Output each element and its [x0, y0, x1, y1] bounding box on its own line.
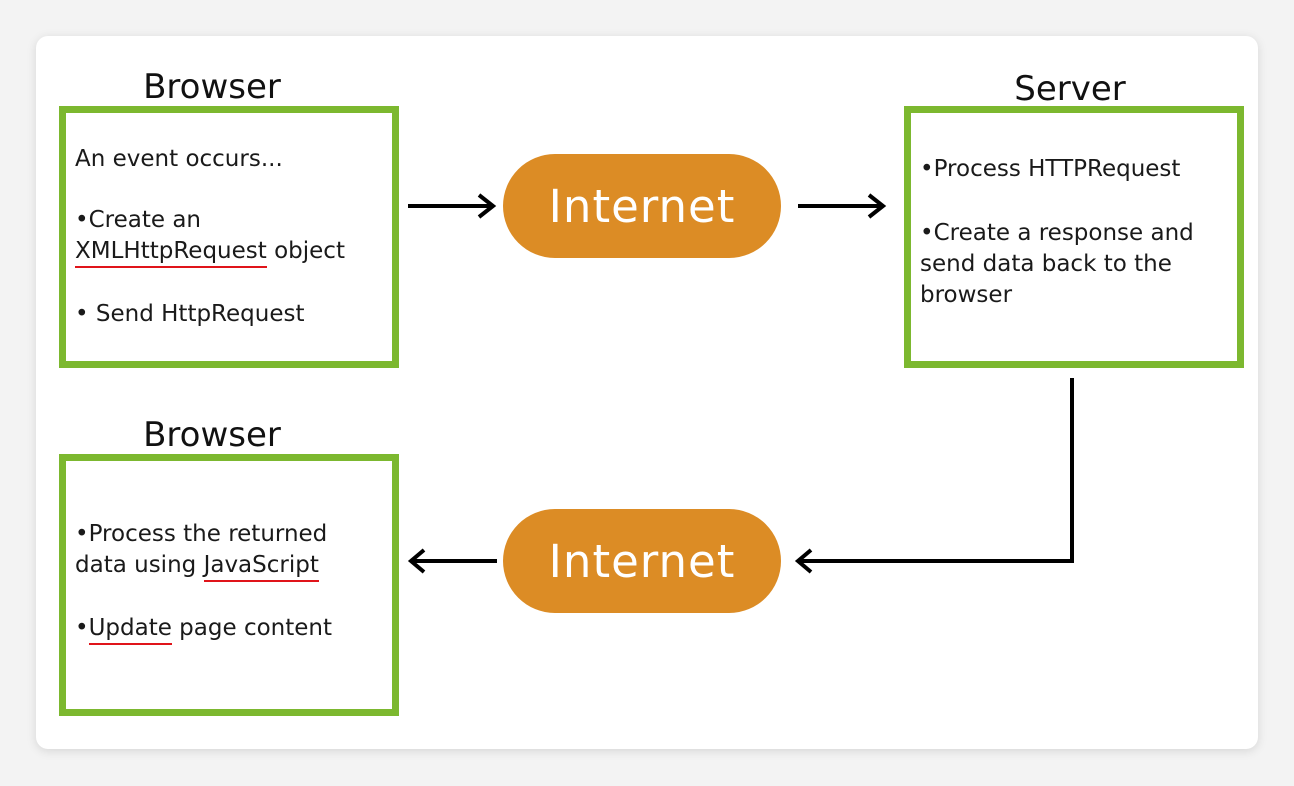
- server-title: Server: [1014, 69, 1126, 109]
- process-request-text: Process HTTPRequest: [933, 156, 1181, 182]
- arrow-server-to-internet-head: [794, 548, 813, 574]
- internet-top-pill: Internet: [503, 154, 781, 258]
- create-request-line1: Create an: [88, 207, 201, 233]
- update-content-bullet: •Update page content: [75, 613, 332, 645]
- javascript-term: JavaScript: [203, 552, 319, 582]
- bottom-browser-title: Browser: [143, 415, 281, 455]
- update-term: Update: [88, 615, 172, 645]
- process-returned-line1: Process the returned: [88, 521, 328, 547]
- xmlhttprequest-term: XMLHttpRequest: [75, 238, 267, 268]
- create-response-line2: send data back to the: [920, 251, 1172, 277]
- send-request-text: Send HttpRequest: [95, 301, 305, 327]
- data-using-text: data using: [75, 552, 204, 578]
- object-text: object: [266, 238, 345, 264]
- create-response-line1: Create a response and: [933, 220, 1194, 246]
- internet-bottom-pill: Internet: [503, 509, 781, 613]
- create-response-line3: browser: [920, 282, 1013, 308]
- bottom-browser-box: •Process the returned data using JavaScr…: [59, 454, 399, 716]
- create-response-bullet: •Create a response and: [920, 220, 1194, 246]
- top-browser-box: An event occurs... •Create an XMLHttpReq…: [59, 106, 399, 368]
- arrow-internet-to-server-head: [867, 193, 887, 219]
- internet-top-label: Internet: [548, 179, 736, 233]
- server-box: •Process HTTPRequest •Create a response …: [904, 106, 1244, 368]
- process-returned-line2: data using JavaScript: [75, 550, 319, 582]
- send-request-bullet: • Send HttpRequest: [75, 301, 305, 327]
- top-browser-title: Browser: [143, 67, 281, 107]
- create-request-line2: XMLHttpRequest object: [75, 236, 345, 268]
- event-text: An event occurs...: [75, 146, 283, 172]
- internet-bottom-label: Internet: [548, 534, 736, 588]
- arrow-internet-to-browser-head: [407, 548, 426, 574]
- process-request-bullet: •Process HTTPRequest: [920, 156, 1181, 182]
- process-returned-bullet: •Process the returned: [75, 521, 328, 547]
- create-request-bullet: •Create an: [75, 207, 201, 233]
- arrow-browser-to-internet-head: [477, 193, 497, 219]
- page-content-text: page content: [171, 615, 332, 641]
- arrow-server-to-internet: [800, 378, 1074, 563]
